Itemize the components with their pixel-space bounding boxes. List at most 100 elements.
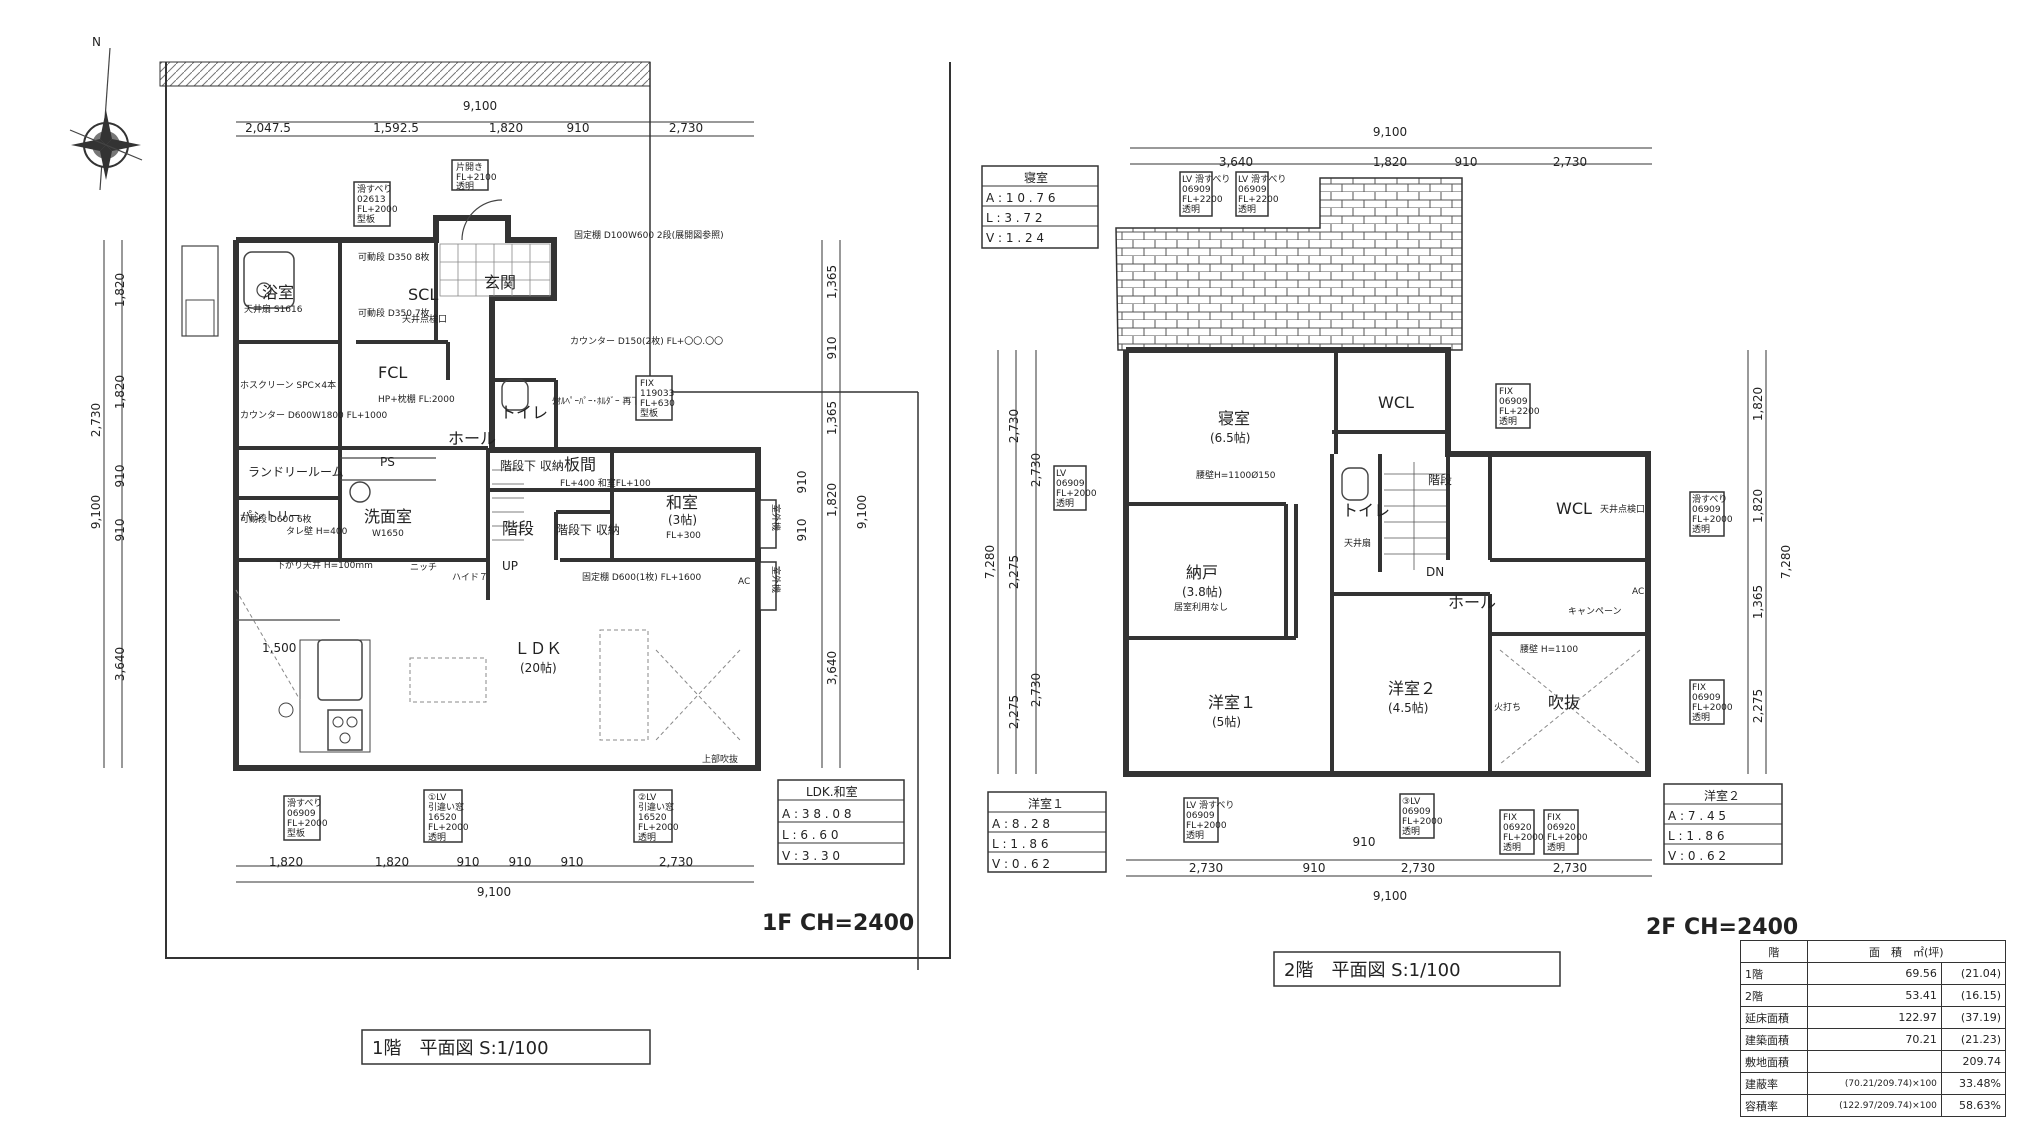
north-label: N <box>92 35 101 49</box>
cooktop-icon <box>327 709 363 751</box>
f2-stairs <box>1384 462 1446 570</box>
svg-text:FL+2200: FL+2200 <box>1499 407 1540 417</box>
f1-fcl-note: HP+枕棚 FL:2000 <box>378 393 455 405</box>
f1-under-stairs-1: 階段下 収納 <box>500 458 564 473</box>
area-table-header-area: 面 積 ㎡(坪) <box>1806 940 2007 963</box>
svg-text:①LV: ①LV <box>428 793 447 803</box>
f2-balcony <box>1115 177 1463 351</box>
svg-text:洋室１: 洋室１ <box>1028 796 1064 811</box>
svg-text:FL+2000: FL+2000 <box>287 819 328 829</box>
f1-caption: 1階 平面図 S:1/100 <box>372 1038 549 1059</box>
f2-dim-right: 1,820 <box>1751 387 1765 421</box>
svg-text:透明: 透明 <box>1547 842 1565 853</box>
f1-bath-label: 浴室 <box>262 283 294 302</box>
f1-note-laundry-counter: カウンター D600W1800 FL+1000 <box>240 410 388 421</box>
f1-ldk-size: (20帖) <box>520 660 557 675</box>
toilet-icon <box>501 379 529 411</box>
site-boundary <box>165 62 951 959</box>
svg-text:16520: 16520 <box>428 813 457 823</box>
svg-text:06909: 06909 <box>1056 479 1085 489</box>
svg-text:FL+2000: FL+2000 <box>1402 817 1443 827</box>
svg-text:透明: 透明 <box>1186 830 1204 841</box>
f2-dim-left: 2,275 <box>1007 695 1021 729</box>
f1-washitsu-size: (3帖) <box>668 512 697 527</box>
f1-dim-bottom: 910 <box>457 855 480 869</box>
sink-icon <box>317 639 363 701</box>
f2-dim-top: 2,730 <box>1553 155 1587 169</box>
svg-text:V : 0 . 6 2: V : 0 . 6 2 <box>1668 849 1726 863</box>
f1-dim-top: 1,592.5 <box>373 121 419 135</box>
f1-pantry-note: タレ壁 H=400 <box>286 525 348 537</box>
f2-area-box: 洋室１ A : 8 . 2 8 L : 1 . 8 6 V : 0 . 6 2 <box>987 791 1107 873</box>
f1-dim-right-inner: 1,820 <box>825 483 839 517</box>
f1-note-stair-shelf: 固定棚 D600(1枚) FL+1600 <box>582 571 701 583</box>
svg-text:透明: 透明 <box>1499 416 1517 427</box>
f2-dim-right: 2,275 <box>1751 689 1765 723</box>
f2-dim-left: 2,730 <box>1007 409 1021 443</box>
svg-text:型板: 型板 <box>357 213 375 225</box>
f1-dim-right: 910 <box>795 519 809 542</box>
svg-text:L : 3 . 7 2: L : 3 . 7 2 <box>986 211 1043 225</box>
dining-table <box>409 657 487 703</box>
f2-dim-bottom: 2,730 <box>1553 861 1587 875</box>
f2-campaign-label: キャンペーン <box>1568 607 1622 617</box>
f2-dim-right: 1,820 <box>1751 489 1765 523</box>
f2-window-tag: 滑すべり 06909 FL+2000 透明 <box>1689 491 1733 537</box>
f1-dim-top: 910 <box>567 121 590 135</box>
svg-text:16520: 16520 <box>638 813 667 823</box>
svg-text:③LV: ③LV <box>1402 797 1421 807</box>
svg-text:06909: 06909 <box>1402 807 1431 817</box>
svg-text:V : 3 . 3 0: V : 3 . 3 0 <box>782 849 840 863</box>
svg-text:FL+2000: FL+2000 <box>1186 821 1227 831</box>
f1-dim-bottom: 910 <box>509 855 532 869</box>
f2-title: 2F CH=2400 <box>1646 915 1798 940</box>
svg-text:FL+2000: FL+2000 <box>357 205 398 215</box>
f2-dim-bottom-mid: 910 <box>1353 835 1376 849</box>
f1-window-tag: 滑すべり 02613 FL+2000 型板 <box>353 181 398 227</box>
svg-text:透明: 透明 <box>1056 498 1074 509</box>
svg-text:A : 1 0 . 7 6: A : 1 0 . 7 6 <box>986 191 1056 205</box>
f2-dim-left-total: 7,280 <box>983 545 997 579</box>
f2-window-tag: LV 滑すべり 06909 FL+2200 透明 <box>1235 171 1286 217</box>
f2-window-tag: FIX 06920 FL+2000 透明 <box>1543 809 1588 855</box>
f2-yoshitsu2-label: 洋室２ <box>1388 679 1436 698</box>
svg-text:FL+2000: FL+2000 <box>1692 703 1733 713</box>
f2-toilet-icon <box>1341 467 1369 501</box>
f1-dim-top-total: 9,100 <box>463 99 497 113</box>
basin-icon <box>349 481 371 503</box>
f1-washitsu-fl: FL+300 <box>666 531 701 541</box>
f2-yoshitsu1-label: 洋室１ <box>1208 693 1256 712</box>
svg-text:A : 8 . 2 8: A : 8 . 2 8 <box>992 817 1050 831</box>
f2-dim-bottom-total: 9,100 <box>1373 889 1407 903</box>
f1-dim-right: 910 <box>825 337 839 360</box>
svg-text:L : 1 . 8 6: L : 1 . 8 6 <box>1668 829 1725 843</box>
svg-text:滑すべり: 滑すべり <box>357 184 392 195</box>
svg-text:L : 1 . 8 6: L : 1 . 8 6 <box>992 837 1049 851</box>
svg-text:06909: 06909 <box>1182 185 1211 195</box>
f1-upper-void-label: 上部吹抜 <box>702 753 738 765</box>
f2-window-tag: FIX 06909 FL+2000 透明 <box>1689 679 1733 725</box>
f2-stairs-label: 階段 <box>1428 472 1452 487</box>
svg-text:滑すべり: 滑すべり <box>1692 494 1727 505</box>
f1-laundry-label: ランドリールーム <box>248 465 344 479</box>
f1-note-shoe-shelf2: 可動段 D350 7枚 <box>358 307 430 319</box>
smoke-detector-icon <box>278 702 294 718</box>
f1-note-inspection: 天井点検口 <box>402 313 447 325</box>
svg-text:FL+2200: FL+2200 <box>1182 195 1223 205</box>
f1-itama-label: 板間 <box>564 455 596 474</box>
compass-rose: N <box>69 35 143 191</box>
svg-text:型板: 型板 <box>640 407 658 419</box>
svg-text:LV 滑すべり: LV 滑すべり <box>1182 174 1230 185</box>
f2-koshikabe-label: 腰壁 H=1100 <box>1520 643 1578 655</box>
f1-toilet-label: トイレ <box>500 403 548 422</box>
svg-text:LV: LV <box>1056 469 1067 479</box>
svg-text:LV 滑すべり: LV 滑すべり <box>1186 800 1234 811</box>
entrance-tiles <box>439 243 551 297</box>
f1-note-1500: 1,500 <box>262 641 296 655</box>
svg-text:引違い窓: 引違い窓 <box>428 801 464 813</box>
